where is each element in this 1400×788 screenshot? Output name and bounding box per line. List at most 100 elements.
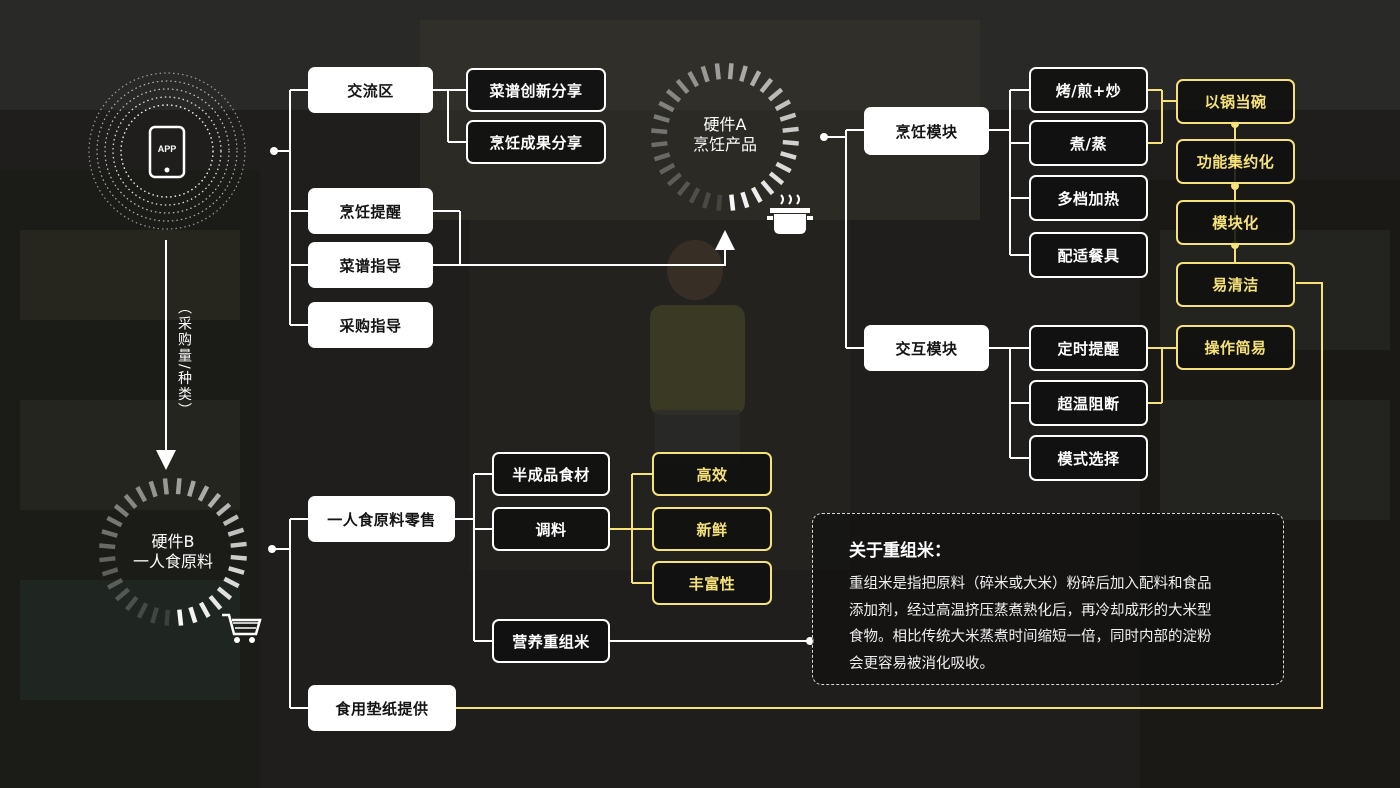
hub-b-title: 硬件B 一人食原料 [118, 527, 228, 577]
multi-heat-node[interactable]: 多档加热 [1029, 175, 1148, 221]
hub-b-ring-tick [164, 609, 171, 626]
hub-a-ring-tick [729, 194, 736, 211]
hub-b-ring-tick [99, 556, 116, 563]
hub-b-ring-tick [198, 601, 211, 618]
cooking-reminder-node[interactable]: 烹饪提醒 [308, 188, 433, 234]
hub-a-ring-tick [688, 187, 701, 204]
hub-a-ring-tick [767, 87, 784, 102]
hub-b-ring [99, 478, 247, 626]
hub-a-ring-tick [666, 172, 683, 187]
about-line: 重组米是指把原料（碎米或大米）粉碎后加入配料和食品 [849, 576, 1212, 592]
hub-b-line2: 一人食原料 [132, 552, 213, 571]
pot-as-bowl-feature[interactable]: 以锅当碗 [1176, 79, 1295, 124]
hub-a-ring-tick [727, 63, 734, 80]
hub-b-ring-tick [228, 566, 245, 575]
cooking-pot-icon [767, 194, 813, 234]
hub-b-ring-tick [101, 529, 118, 538]
hub-b-ring-tick [123, 493, 138, 510]
hub-b-ring-tick [177, 609, 184, 626]
cooking-module-node[interactable]: 烹饪模块 [864, 107, 989, 155]
hub-b-line1: 硬件B [151, 532, 195, 551]
hub-a-ring-tick [700, 65, 710, 83]
hub-a-ring-tick [782, 139, 799, 146]
function-integration-feature[interactable]: 功能集约化 [1176, 139, 1295, 184]
boil-steam-node[interactable]: 煮/蒸 [1029, 120, 1148, 166]
hub-b-ring-tick [99, 543, 116, 550]
easy-clean-feature[interactable]: 易清洁 [1176, 262, 1295, 307]
purchase-volume-label: （采购量/种类） [176, 300, 192, 419]
purchase-guide-node[interactable]: 采购指导 [308, 302, 433, 348]
hub-b-ring-tick [207, 492, 222, 509]
hub-b-ring-tick [136, 602, 149, 619]
bake-fry-node[interactable]: 烤/煎+炒 [1029, 67, 1148, 113]
about-title: 关于重组米： [849, 541, 951, 561]
hub-b-ring-tick [106, 515, 123, 528]
exchange-zone-node[interactable]: 交流区 [308, 67, 433, 113]
hub-a-ring-tick [768, 171, 785, 186]
mode-select-node[interactable]: 模式选择 [1029, 435, 1148, 481]
hub-b-ring-tick [162, 478, 169, 495]
about-body: 重组米是指把原料（碎米或大米）粉碎后加入配料和食品 添加剂，经过高温挤压蒸煮熟化… [849, 571, 1253, 677]
hub-a-ring-tick [740, 191, 750, 209]
about-line: 食物。相比传统大米蒸煮时间缩短一倍，同时内部的淀粉 [849, 629, 1212, 645]
fresh-feature[interactable]: 新鲜 [652, 507, 772, 551]
hub-a-ring-tick [658, 100, 675, 113]
hub-a-ring-tick [665, 88, 682, 103]
hub-b-ring-tick [175, 478, 182, 495]
easy-operation-feature[interactable]: 操作简易 [1176, 325, 1295, 370]
single-meal-retail-node[interactable]: 一人食原料零售 [308, 496, 455, 542]
hub-a-line2: 烹饪产品 [692, 135, 757, 154]
variety-feature[interactable]: 丰富性 [652, 561, 772, 605]
efficient-feature[interactable]: 高效 [652, 452, 772, 496]
hub-a-ring-tick [750, 186, 763, 203]
hub-b-ring-tick [113, 503, 130, 518]
nutrition-rice-node[interactable]: 营养重组米 [492, 619, 610, 663]
about-recombined-rice-box: 关于重组米： 重组米是指把原料（碎米或大米）粉碎后加入配料和食品 添加剂，经过高… [812, 513, 1284, 685]
recipe-guide-node[interactable]: 菜谱指导 [308, 242, 433, 288]
hub-a-ring-tick [716, 194, 723, 211]
shopping-cart-icon [222, 613, 262, 643]
cooking-result-share-node[interactable]: 烹饪成果分享 [466, 120, 606, 164]
hub-b-ring-tick [135, 486, 148, 503]
hub-a-ring-tick [775, 161, 792, 174]
tableware-node[interactable]: 配适餐具 [1029, 232, 1148, 278]
hub-a-ring-tick [651, 141, 668, 148]
seasoning-node[interactable]: 调料 [492, 507, 610, 551]
smartphone-app-icon[interactable]: APP [148, 125, 186, 179]
hub-a-ring-tick [659, 162, 676, 175]
hub-b-ring-tick [197, 485, 210, 502]
semi-finished-node[interactable]: 半成品食材 [492, 452, 610, 496]
hub-b-ring-tick [148, 480, 158, 498]
hub-a-line1: 硬件A [703, 115, 747, 134]
about-line: 会更容易被消化吸收。 [849, 655, 994, 672]
hub-a-ring-tick [749, 70, 762, 87]
hub-a-ring-tick [780, 151, 797, 160]
hub-a-ring-tick [687, 71, 700, 88]
app-label: APP [158, 144, 177, 154]
hub-a-ring-tick [702, 192, 711, 209]
hub-a-ring-tick [774, 99, 791, 112]
over-temp-cutoff-node[interactable]: 超温阻断 [1029, 380, 1148, 426]
hub-b-ring-tick [216, 586, 233, 601]
hub-b-ring-tick [124, 595, 139, 612]
timer-reminder-node[interactable]: 定时提醒 [1029, 325, 1148, 371]
hub-a-ring-tick [653, 152, 671, 162]
hub-a-ring-tick [676, 180, 691, 197]
hub-b-ring-tick [230, 541, 247, 548]
recipe-share-node[interactable]: 菜谱创新分享 [466, 68, 606, 112]
hub-b-ring-tick [101, 567, 119, 577]
hub-a-ring-tick [760, 179, 775, 196]
hub-b-ring-tick [107, 577, 124, 590]
hub-a-ring [651, 63, 799, 211]
app-hub-rings [88, 72, 246, 230]
about-line: 添加剂，经过高温挤压蒸煮熟化后，再冷却成形的大米型 [849, 602, 1212, 619]
hub-a-ring-tick [782, 126, 799, 133]
hub-a-ring-tick [759, 77, 774, 94]
hub-b-ring-tick [223, 576, 240, 589]
modular-feature[interactable]: 模块化 [1176, 200, 1295, 245]
hub-b-ring-tick [187, 480, 196, 497]
food-pad-node[interactable]: 食用垫纸提供 [308, 685, 456, 731]
hub-a-ring-tick [714, 63, 721, 80]
hub-b-ring-tick [230, 554, 247, 561]
interaction-module-node[interactable]: 交互模块 [864, 325, 989, 371]
